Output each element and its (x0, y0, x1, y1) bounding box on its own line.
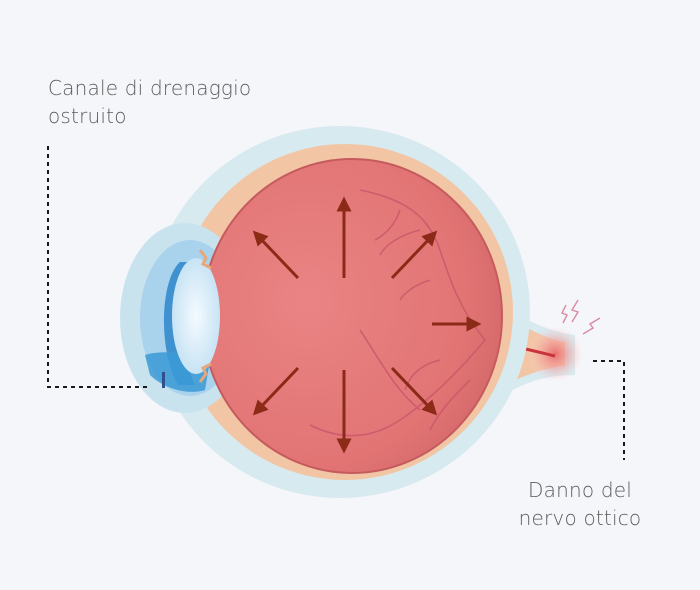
arrow-down-left-icon (252, 366, 300, 416)
optic-nerve-leader-line (593, 360, 625, 460)
arrow-up-right-icon (390, 230, 438, 280)
drainage-label-line1: Canale di drenaggio (48, 76, 252, 100)
drainage-channel-marker (162, 372, 165, 388)
lens (172, 258, 220, 374)
arrow-down-right-icon (390, 366, 438, 416)
optic-nerve-label-line1: Danno del (528, 478, 632, 502)
drainage-leader-line (47, 146, 148, 388)
optic-nerve-damage-label: Danno del nervo ottico (510, 476, 650, 532)
drainage-channel-label: Canale di drenaggio ostruito (48, 74, 251, 130)
optic-nerve-label-line2: nervo ottico (518, 506, 642, 530)
arrow-up-left-icon (252, 230, 300, 280)
drainage-label-line2: ostruito (48, 104, 127, 128)
damage-squiggle-icon (561, 299, 601, 335)
pressure-arrows (252, 196, 482, 454)
blood-vessels (309, 189, 486, 437)
vitreous-body (201, 158, 503, 474)
nerve-damage-glow (527, 326, 583, 382)
